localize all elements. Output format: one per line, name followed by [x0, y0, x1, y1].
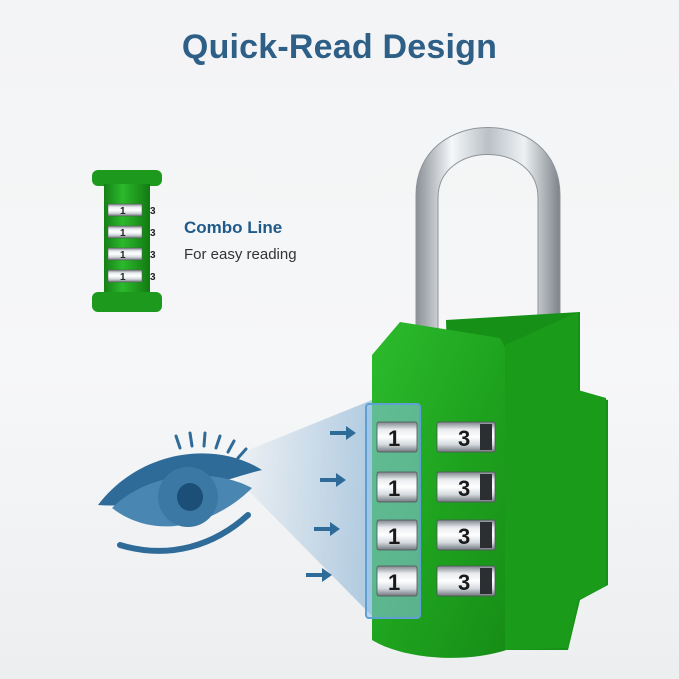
callout-subtitle: For easy reading [184, 246, 297, 263]
eye-icon [98, 431, 262, 554]
svg-text:3: 3 [150, 228, 156, 239]
dial-cylinder-icon: 1 1 1 1 3 3 3 3 [92, 170, 162, 312]
svg-text:1: 1 [388, 570, 400, 595]
svg-text:3: 3 [150, 272, 156, 283]
svg-text:3: 3 [150, 206, 156, 217]
arrow-right-icon [306, 426, 356, 582]
svg-text:3: 3 [458, 570, 470, 595]
svg-text:3: 3 [458, 524, 470, 549]
padlock-icon: 1 1 1 1 3 3 3 3 [365, 127, 608, 658]
svg-text:3: 3 [458, 426, 470, 451]
callout-title: Combo Line [184, 218, 283, 237]
view-beam [236, 400, 372, 616]
svg-text:1: 1 [120, 206, 126, 217]
svg-text:1: 1 [120, 228, 126, 239]
dial-wheels: 1 1 1 1 3 3 3 3 [376, 421, 496, 597]
svg-text:3: 3 [150, 250, 156, 261]
svg-text:1: 1 [388, 476, 400, 501]
svg-text:1: 1 [388, 426, 400, 451]
svg-text:1: 1 [120, 272, 126, 283]
combo-line-callout: Combo Line For easy reading [184, 218, 297, 263]
svg-text:1: 1 [388, 524, 400, 549]
page-title: Quick-Read Design [181, 28, 498, 66]
svg-text:3: 3 [458, 476, 470, 501]
svg-text:1: 1 [120, 250, 126, 261]
